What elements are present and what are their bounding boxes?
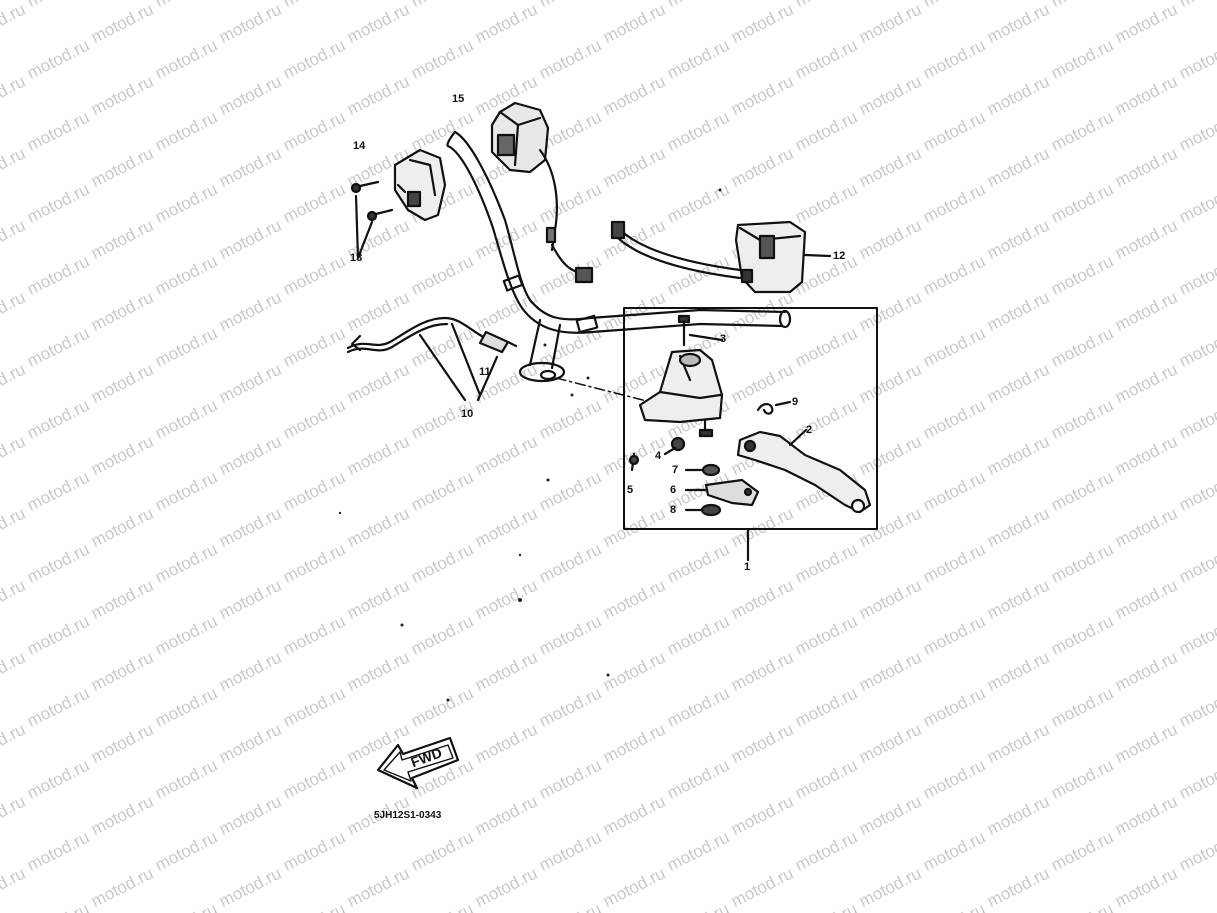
- callout-14: 14: [353, 140, 366, 152]
- part-9-spring: [756, 400, 792, 415]
- part-3-bolt: [677, 314, 724, 347]
- part-15-switch: [490, 101, 594, 284]
- scan-specks: [338, 188, 722, 702]
- callout-15: 15: [452, 93, 465, 105]
- part-2-lever: [736, 428, 872, 514]
- fwd-arrow: [376, 736, 460, 790]
- callout-5: 5: [627, 484, 634, 496]
- callout-3: 3: [720, 333, 727, 345]
- lever-bracket: [638, 348, 724, 438]
- part-14-housing: [393, 148, 447, 222]
- part-12-switch: [610, 220, 832, 294]
- callout-11: 11: [479, 366, 491, 378]
- callout-13: 13: [350, 252, 363, 264]
- callout-12: 12: [833, 250, 846, 262]
- callout-9: 9: [792, 396, 799, 408]
- callout-7: 7: [672, 464, 679, 476]
- parts-6-7-8: [684, 463, 760, 517]
- part-1-box: [623, 307, 878, 562]
- callout-8: 8: [670, 504, 677, 516]
- handlebar: [446, 130, 792, 334]
- steering-column: [518, 318, 566, 383]
- part-5-bolt: [628, 452, 640, 472]
- callout-2: 2: [806, 424, 813, 436]
- callout-1: 1: [744, 561, 751, 573]
- part-11-cable: [346, 316, 518, 402]
- callout-6: 6: [670, 484, 677, 496]
- drawing-code: 5JH12S1-0343: [374, 810, 442, 821]
- callout-4: 4: [655, 450, 662, 462]
- part-13-screws: [350, 180, 394, 260]
- callout-10: 10: [461, 408, 474, 420]
- part-4-nut: [663, 436, 686, 456]
